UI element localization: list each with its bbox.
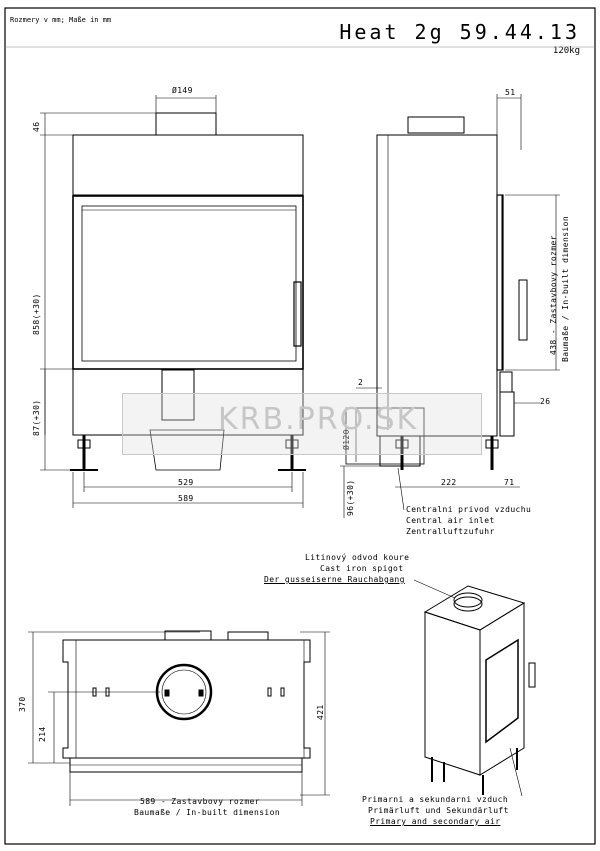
side-air-inlet-pipe [345,407,425,465]
side-legs [395,436,499,470]
iso-left-face [424,611,481,776]
front-view [40,95,306,508]
side-handle [518,279,528,341]
iso-top [423,585,526,631]
top-body [62,639,311,759]
flue-diameter-label: Ø149 [172,86,193,95]
front-glass [81,205,297,362]
top-depth-421-label: 421 [316,704,325,720]
isometric-view [413,579,536,797]
top-width-label: 589 - Zastavbovy rozmer [140,797,260,806]
top-view [28,630,330,806]
watermark-box [122,393,482,455]
iso-right-face [479,602,525,776]
depth-bottom-label: 222 [441,478,457,487]
front-flue-spigot [155,112,217,136]
leg-height-label: 87(+30) [32,399,41,436]
depth-right-label: 71 [504,478,515,487]
air-inlet-cz-label: Centralni privod vzduchu [406,505,532,514]
front-dimensions [40,95,304,508]
inbuilt-height-sub-label: Baumaße / In-built dimension [561,215,570,362]
air-en-label: Primary and secondary air [370,817,501,826]
top-rear-spigots [164,630,212,641]
weight-label: 120kg [552,46,580,56]
inbuilt-height-label: 438 - Zastavbovy rozmer [549,235,558,355]
front-body [72,134,304,436]
front-air-inlet [161,369,195,421]
top-width-sub-label: Baumaße / In-built dimension [134,808,281,817]
air-inlet-en-label: Central air inlet [406,516,495,525]
spigot-en-label: Cast iron spigot [320,564,404,573]
model-title: Heat 2g 59.44.13 [339,20,580,44]
front-door-handle [293,281,302,347]
gap-label: 2 [358,378,364,387]
air-cz-label: Primarni a sekundarni vzduch [362,795,509,804]
height-main-label: 858(+30) [32,293,41,335]
inner-width-label: 529 [178,478,194,487]
front-door-frame [72,195,304,370]
inlet-height-label: 96(+30) [346,479,355,516]
side-view [340,94,560,518]
air-de-label: Primärluft und Sekundärluft [368,806,509,815]
side-flue-spigot [407,116,465,134]
top-offset-label: 46 [32,121,41,132]
top-offset-214-label: 214 [38,726,47,742]
front-legs [70,435,306,471]
air-inlet-de-label: Zentralluftzufuhr [406,527,495,536]
spigot-cz-label: Litinový odvod koure [305,553,410,562]
side-door [496,194,504,371]
top-depth-370-label: 370 [18,696,27,712]
lower-offset-label: 26 [540,397,551,406]
depth-top-label: 51 [505,88,516,97]
units-note: Rozmery v mm; Maße in mm [10,16,112,24]
spigot-de-label: Der gusseiserne Rauchabgang [264,575,405,584]
outer-width-label: 589 [178,494,194,503]
iso-spigot [453,596,483,612]
side-body [376,134,503,437]
drawing-frame [4,7,596,845]
watermark-text: KRB.PRO.SK [218,402,419,437]
